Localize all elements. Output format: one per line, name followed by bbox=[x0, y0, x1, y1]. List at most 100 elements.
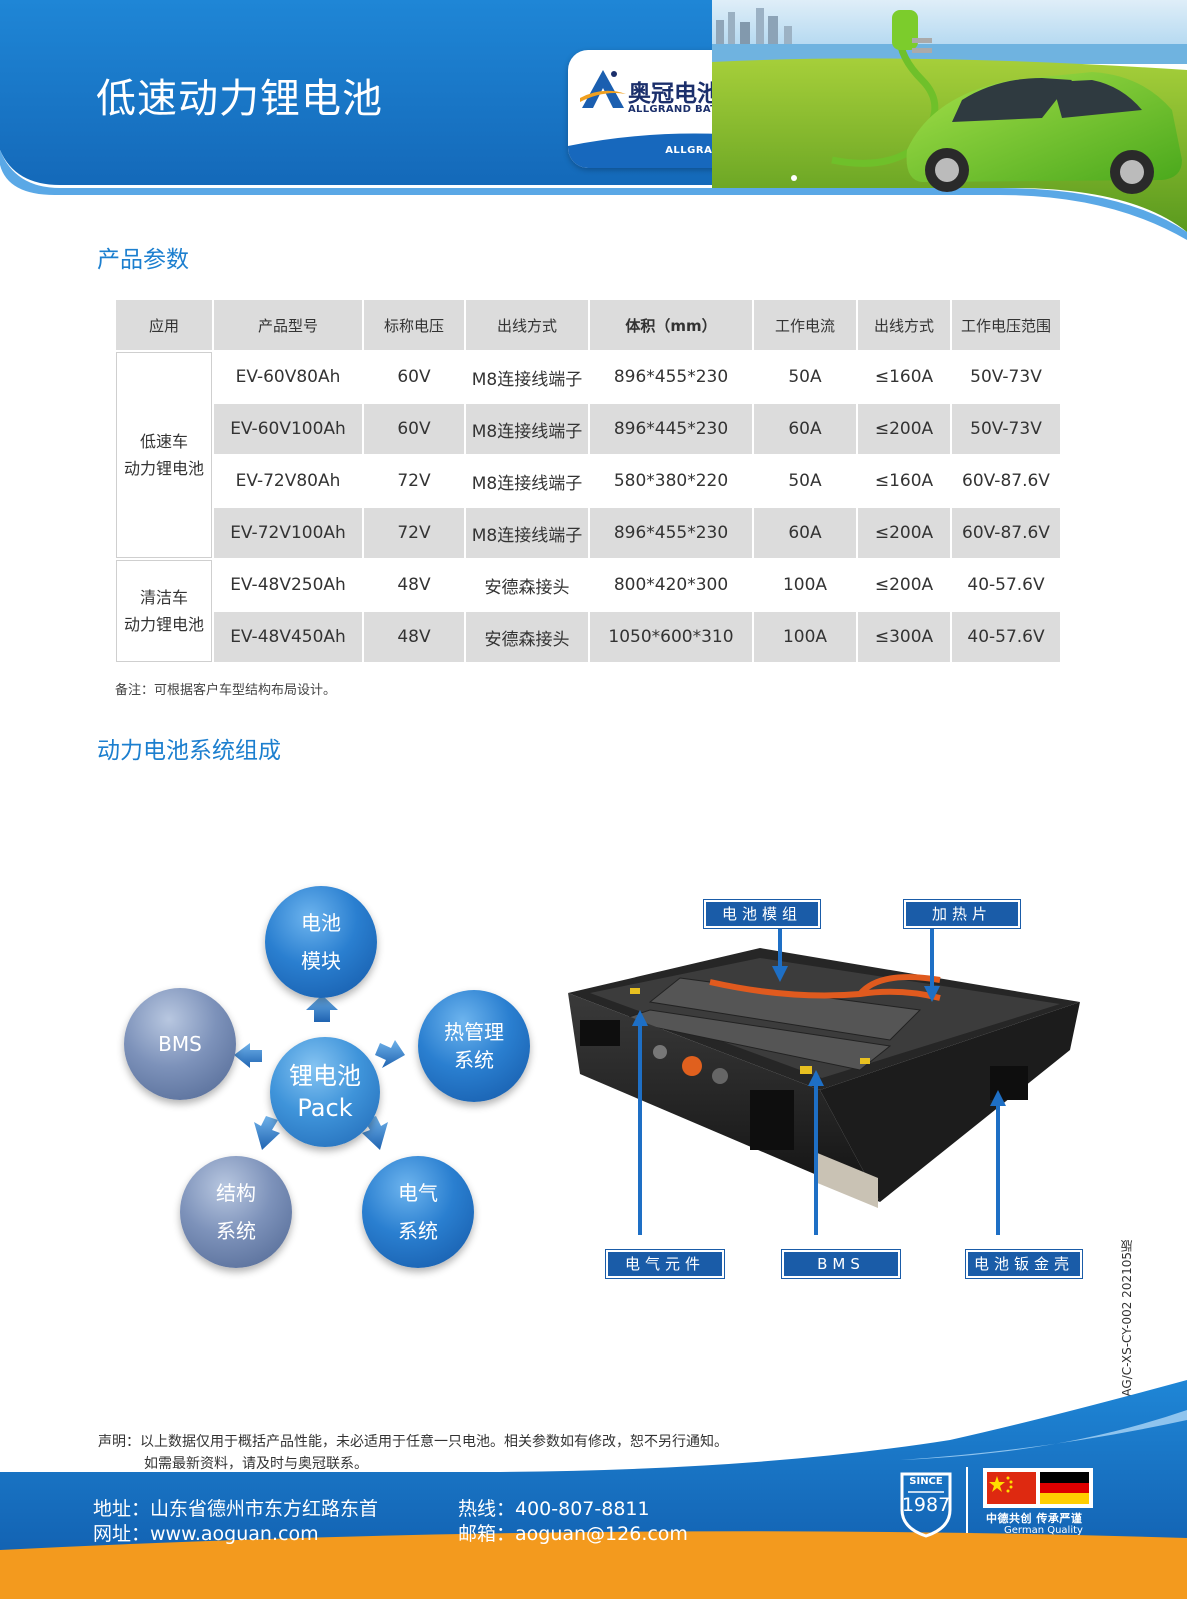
volume-cell: 800*420*300 bbox=[590, 560, 752, 610]
footer-background bbox=[0, 1380, 1187, 1599]
footer-website[interactable]: 网址：www.aoguan.com bbox=[93, 1523, 319, 1545]
tag-electrical-components: 电气元件 bbox=[605, 1249, 725, 1279]
volume-cell: 1050*600*310 bbox=[590, 612, 752, 662]
terminal-cell: 安德森接头 bbox=[466, 560, 588, 610]
voltage-cell: 72V bbox=[364, 508, 464, 558]
footer-email[interactable]: 邮箱：aoguan@126.com bbox=[458, 1523, 688, 1545]
col-header-application: 应用 bbox=[116, 300, 212, 350]
arrow-right-icon bbox=[375, 1040, 405, 1068]
model-cell: EV-60V100Ah bbox=[214, 404, 362, 454]
arrow-up-icon bbox=[306, 995, 338, 1022]
pack-composition-diagram: 电池 模块 热管理 系统 BMS 锂电池 Pack 结构 系统 电气 系统 bbox=[110, 880, 550, 1280]
document-code: AG/C-XS-CY-002 202105版 bbox=[1120, 1240, 1134, 1397]
logo-chinese-name: 奥冠电池 bbox=[628, 81, 720, 107]
model-cell: EV-48V250Ah bbox=[214, 560, 362, 610]
voltage-range-cell: 50V-73V bbox=[952, 352, 1060, 402]
max-current-cell: ≤200A bbox=[858, 404, 950, 454]
table-row: 清洁车 动力锂电池 EV-48V250Ah 48V 安德森接头 800*420*… bbox=[116, 560, 1060, 662]
declaration: 声明：以上数据仅用于概括产品性能，未必适用于任意一只电池。相关参数如有修改，恕不… bbox=[98, 1431, 728, 1475]
col-header-terminal: 出线方式 bbox=[466, 300, 588, 350]
volume-cell: 896*445*230 bbox=[590, 404, 752, 454]
logo-english-name: ALLGRAND BATTERY bbox=[628, 104, 747, 115]
col-header-voltage-range: 工作电压范围 bbox=[952, 300, 1060, 350]
footer-hotline: 热线：400-807-8811 bbox=[458, 1498, 650, 1520]
col-header-current: 工作电流 bbox=[754, 300, 856, 350]
current-cell: 60A bbox=[754, 404, 856, 454]
terminal-cell: 安德森接头 bbox=[466, 612, 588, 662]
table-row: EV-72V100Ah 72V M8连接线端子 896*455*230 60A … bbox=[116, 508, 1060, 558]
application-cell: 低速车 动力锂电池 bbox=[116, 352, 212, 558]
header-banner: 低速动力锂电池 奥冠电池 ALLGRAND BATTERY ALLGRAND bbox=[0, 0, 1187, 240]
terminal-cell: M8连接线端子 bbox=[466, 404, 588, 454]
since-label: SINCE bbox=[909, 1476, 943, 1487]
electric-car-scene-image bbox=[712, 0, 1187, 232]
terminal-cell: M8连接线端子 bbox=[466, 508, 588, 558]
header-background bbox=[0, 0, 1187, 240]
terminal-cell: M8连接线端子 bbox=[466, 352, 588, 402]
table-row: EV-72V80Ah 72V M8连接线端子 580*380*220 50A ≤… bbox=[116, 456, 1060, 506]
footer-divider bbox=[966, 1467, 968, 1533]
model-cell: EV-72V80Ah bbox=[214, 456, 362, 506]
star-icon bbox=[989, 1476, 1013, 1493]
col-header-voltage: 标称电压 bbox=[364, 300, 464, 350]
battery-pack-photo bbox=[568, 906, 1080, 1235]
max-current-cell: ≤160A bbox=[858, 352, 950, 402]
voltage-range-cell: 60V-87.6V bbox=[952, 456, 1060, 506]
logo-band bbox=[568, 133, 752, 168]
voltage-cell: 60V bbox=[364, 352, 464, 402]
voltage-range-cell: 40-57.6V bbox=[952, 612, 1060, 662]
footer-address: 地址：山东省德州市东方红路东首 bbox=[93, 1498, 379, 1520]
electrical-system-node: 电气 系统 bbox=[362, 1156, 474, 1268]
spec-table: 应用 产品型号 标称电压 出线方式 体积（mm） 工作电流 出线方式 工作电压范… bbox=[114, 298, 1062, 664]
since-1987-badge: SINCE 1987 bbox=[898, 1470, 954, 1542]
shield-icon bbox=[900, 1472, 952, 1538]
quality-slogan: 中德共创 传承严谨 bbox=[986, 1512, 1083, 1525]
table-row: EV-48V450Ah 48V 安德森接头 1050*600*310 100A … bbox=[116, 612, 1060, 662]
volume-cell: 896*455*230 bbox=[590, 508, 752, 558]
china-flag-icon bbox=[987, 1472, 1036, 1504]
quality-slogan-en: German Quality bbox=[1004, 1525, 1083, 1536]
application-cell: 清洁车 动力锂电池 bbox=[116, 560, 212, 662]
declaration-line-1: 声明：以上数据仅用于概括产品性能，未必适用于任意一只电池。相关参数如有修改，恕不… bbox=[98, 1434, 728, 1450]
voltage-range-cell: 40-57.6V bbox=[952, 560, 1060, 610]
tag-battery-module: 电池模组 bbox=[703, 899, 821, 929]
voltage-cell: 72V bbox=[364, 456, 464, 506]
page-title: 低速动力锂电池 bbox=[96, 76, 383, 122]
max-current-cell: ≤200A bbox=[858, 560, 950, 610]
bms-node: BMS bbox=[124, 988, 236, 1100]
current-cell: 50A bbox=[754, 352, 856, 402]
col-header-model: 产品型号 bbox=[214, 300, 362, 350]
system-section-title: 动力电池系统组成 bbox=[97, 738, 281, 764]
voltage-cell: 48V bbox=[364, 560, 464, 610]
germany-flag-icon bbox=[1040, 1472, 1089, 1504]
model-cell: EV-48V450Ah bbox=[214, 612, 362, 662]
flags-badge bbox=[983, 1468, 1093, 1508]
tag-battery-shell: 电池钣金壳 bbox=[965, 1249, 1083, 1279]
terminal-cell: M8连接线端子 bbox=[466, 456, 588, 506]
col-header-max-current: 出线方式 bbox=[858, 300, 950, 350]
table-note: 备注：可根据客户车型结构布局设计。 bbox=[115, 683, 337, 698]
structure-system-node: 结构 系统 bbox=[180, 1156, 292, 1268]
current-cell: 50A bbox=[754, 456, 856, 506]
current-cell: 60A bbox=[754, 508, 856, 558]
voltage-range-cell: 60V-87.6V bbox=[952, 508, 1060, 558]
tag-heater: 加热片 bbox=[903, 899, 1021, 929]
volume-cell: 896*455*230 bbox=[590, 352, 752, 402]
voltage-range-cell: 50V-73V bbox=[952, 404, 1060, 454]
logo-band-text: ALLGRAND bbox=[665, 145, 730, 156]
table-header-row: 应用 产品型号 标称电压 出线方式 体积（mm） 工作电流 出线方式 工作电压范… bbox=[116, 300, 1060, 350]
current-cell: 100A bbox=[754, 560, 856, 610]
table-row: EV-60V100Ah 60V M8连接线端子 896*445*230 60A … bbox=[116, 404, 1060, 454]
volume-cell: 580*380*220 bbox=[590, 456, 752, 506]
battery-module-node: 电池 模块 bbox=[265, 886, 377, 998]
table-row: 低速车 动力锂电池 EV-60V80Ah 60V M8连接线端子 896*455… bbox=[116, 352, 1060, 558]
declaration-line-2: 如需最新资料，请及时与奥冠联系。 bbox=[144, 1456, 368, 1472]
voltage-cell: 60V bbox=[364, 404, 464, 454]
lithium-pack-center-node: 锂电池 Pack bbox=[270, 1037, 380, 1147]
allgrand-logo-icon bbox=[580, 70, 626, 108]
current-cell: 100A bbox=[754, 612, 856, 662]
tag-bms: BMS bbox=[781, 1249, 901, 1279]
col-header-volume: 体积（mm） bbox=[590, 300, 752, 350]
max-current-cell: ≤200A bbox=[858, 508, 950, 558]
arrow-down-left-icon bbox=[254, 1116, 280, 1150]
